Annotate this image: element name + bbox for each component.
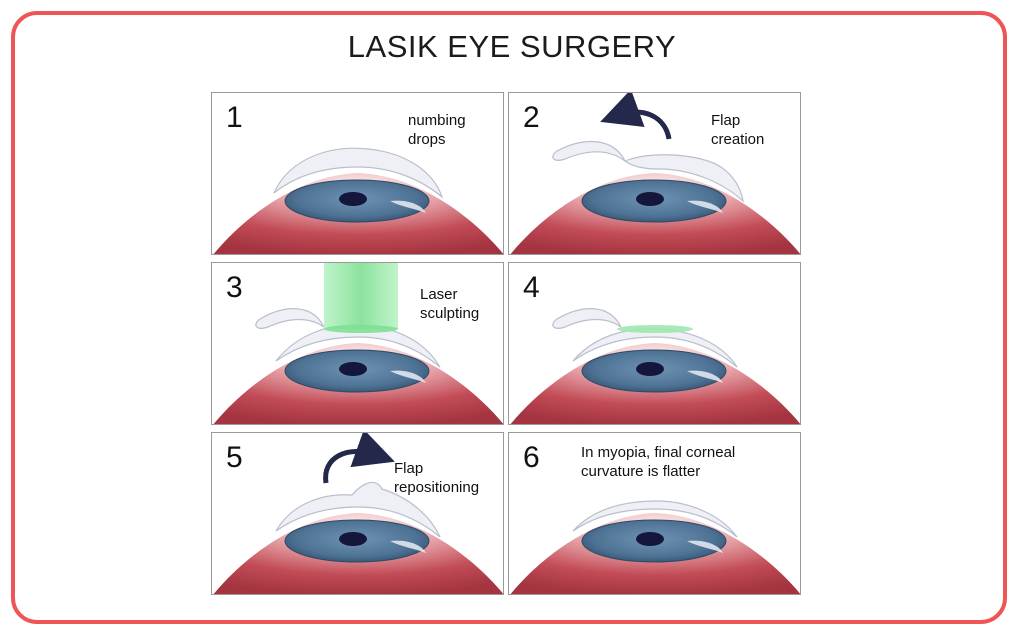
curved-arrow-icon bbox=[323, 433, 395, 484]
step-number: 2 bbox=[523, 101, 540, 134]
step-number: 1 bbox=[226, 101, 243, 134]
step-caption: In myopia, final corneal curvature is fl… bbox=[581, 444, 736, 480]
step-4-panel: 4 bbox=[508, 262, 801, 425]
step-2-panel: 2 Flap creation bbox=[508, 92, 801, 255]
sculpted-area bbox=[617, 325, 693, 333]
step-5-panel: 5 Flap repositioning bbox=[211, 432, 504, 595]
eye-illustration bbox=[213, 433, 503, 594]
diagram-title: LASIK EYE SURGERY bbox=[347, 29, 677, 64]
step-caption: numbing drops bbox=[408, 112, 466, 148]
step-caption: Flap repositioning bbox=[394, 460, 480, 496]
eye-illustration bbox=[510, 308, 800, 424]
step-caption: Flap creation bbox=[711, 112, 765, 148]
step-number: 5 bbox=[226, 441, 243, 474]
curved-arrow-icon bbox=[600, 93, 672, 140]
laser-beam bbox=[324, 263, 398, 329]
step-number: 4 bbox=[523, 271, 540, 304]
step-6-panel: 6 In myopia, final corneal curvature is … bbox=[508, 432, 801, 595]
eye-illustration bbox=[213, 147, 503, 254]
step-number: 3 bbox=[226, 271, 243, 304]
step-1-panel: 1 numbing drops bbox=[211, 92, 504, 255]
eye-illustration bbox=[510, 500, 800, 594]
step-caption: Laser sculpting bbox=[420, 286, 480, 322]
step-3-panel: 3 Laser sculpting bbox=[211, 262, 504, 425]
eye-illustration bbox=[213, 263, 503, 424]
eye-illustration bbox=[510, 93, 800, 254]
step-number: 6 bbox=[523, 441, 540, 474]
